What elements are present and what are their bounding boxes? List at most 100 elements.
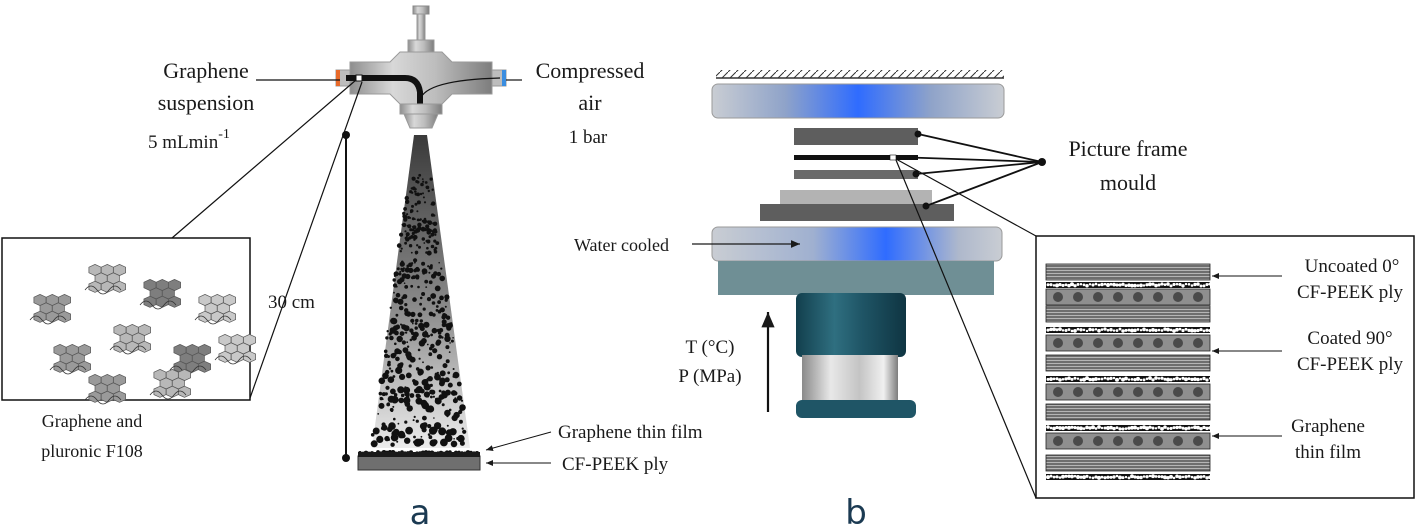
droplet (425, 365, 431, 371)
droplet (409, 190, 413, 194)
droplet (411, 176, 416, 181)
droplet (405, 235, 408, 238)
droplet (439, 370, 446, 377)
spray-droplets (358, 173, 480, 457)
droplet (401, 296, 405, 300)
droplet (424, 279, 429, 284)
droplet (414, 261, 416, 264)
droplet (429, 177, 433, 181)
panel-letter-a: a (410, 493, 431, 528)
droplet (396, 335, 403, 343)
coated-ply-layer (1045, 383, 1211, 401)
droplet (430, 232, 435, 237)
droplet (410, 251, 413, 254)
droplet (420, 435, 423, 438)
droplet (422, 361, 424, 364)
droplet (419, 296, 423, 300)
stack-zoom-line-upper (895, 158, 1037, 237)
droplet (438, 427, 447, 436)
droplet (422, 331, 429, 338)
droplet (442, 396, 445, 399)
droplet (441, 336, 444, 339)
droplet (446, 424, 449, 427)
droplet (399, 261, 405, 267)
droplet (428, 271, 431, 274)
droplet (417, 285, 420, 289)
droplet (425, 185, 430, 190)
droplet (404, 230, 407, 233)
suspension-label-2: suspension (158, 90, 255, 115)
droplet (414, 326, 418, 330)
uncoated-ply-layer (1045, 263, 1211, 281)
droplet (403, 325, 410, 332)
flow-rate-label: 5 mLmin-1 (148, 127, 230, 153)
droplet (385, 336, 389, 340)
distance-label: 30 cm (268, 292, 315, 313)
droplet (398, 397, 405, 404)
droplet (415, 440, 418, 443)
droplet (458, 419, 463, 424)
droplet (396, 267, 400, 271)
droplet (438, 334, 442, 339)
droplet (379, 396, 383, 401)
droplet (435, 241, 440, 246)
mould-leaders (895, 130, 1046, 210)
droplet (450, 322, 453, 325)
droplet (461, 427, 464, 430)
panel-letter-b: b (845, 493, 867, 528)
droplet (444, 305, 447, 308)
coated-ply-layer (1045, 288, 1211, 306)
mould-base (760, 204, 954, 221)
droplet (378, 391, 383, 396)
droplet (422, 192, 424, 195)
droplet (444, 335, 451, 342)
droplet (421, 261, 426, 266)
droplet (428, 352, 433, 357)
mould-plate-top (794, 128, 918, 145)
mould-frame (780, 190, 932, 204)
droplet (439, 377, 446, 385)
laminate-stack (1045, 263, 1212, 480)
droplet (395, 313, 399, 317)
suspension-label-1: Graphene (163, 58, 249, 83)
droplet (387, 426, 393, 433)
droplet (388, 367, 392, 370)
droplet (430, 244, 435, 249)
droplet (457, 434, 465, 443)
stack-label-film-1: Graphene (1291, 416, 1365, 437)
droplet (416, 180, 420, 184)
droplet (433, 239, 437, 243)
droplet (409, 209, 414, 213)
droplet (421, 237, 425, 241)
droplet (438, 389, 442, 393)
uncoated-ply-layer (1045, 305, 1211, 323)
droplet (402, 222, 407, 228)
graphene-film-row (1046, 282, 1212, 288)
droplet (417, 312, 423, 318)
droplet (412, 297, 417, 302)
droplet (393, 417, 396, 421)
droplet (404, 308, 409, 313)
droplet (421, 427, 427, 433)
droplet (389, 327, 396, 334)
uncoated-ply-layer (1045, 354, 1211, 372)
droplet (404, 391, 410, 397)
droplet (430, 343, 435, 349)
droplet (422, 196, 425, 199)
droplet (414, 267, 418, 271)
droplet (450, 390, 457, 396)
droplet (387, 395, 395, 403)
droplet (395, 285, 398, 288)
droplet (398, 430, 405, 438)
droplet (431, 327, 438, 334)
droplet (422, 415, 427, 421)
droplet (433, 249, 438, 254)
graphene-flake (29, 294, 71, 325)
droplet (406, 405, 413, 412)
air-label-2: air (578, 90, 602, 115)
droplet (420, 182, 424, 187)
droplet (426, 246, 429, 250)
droplet (426, 395, 430, 398)
droplet (459, 404, 466, 411)
nozzle-blue-fitting (502, 70, 506, 86)
